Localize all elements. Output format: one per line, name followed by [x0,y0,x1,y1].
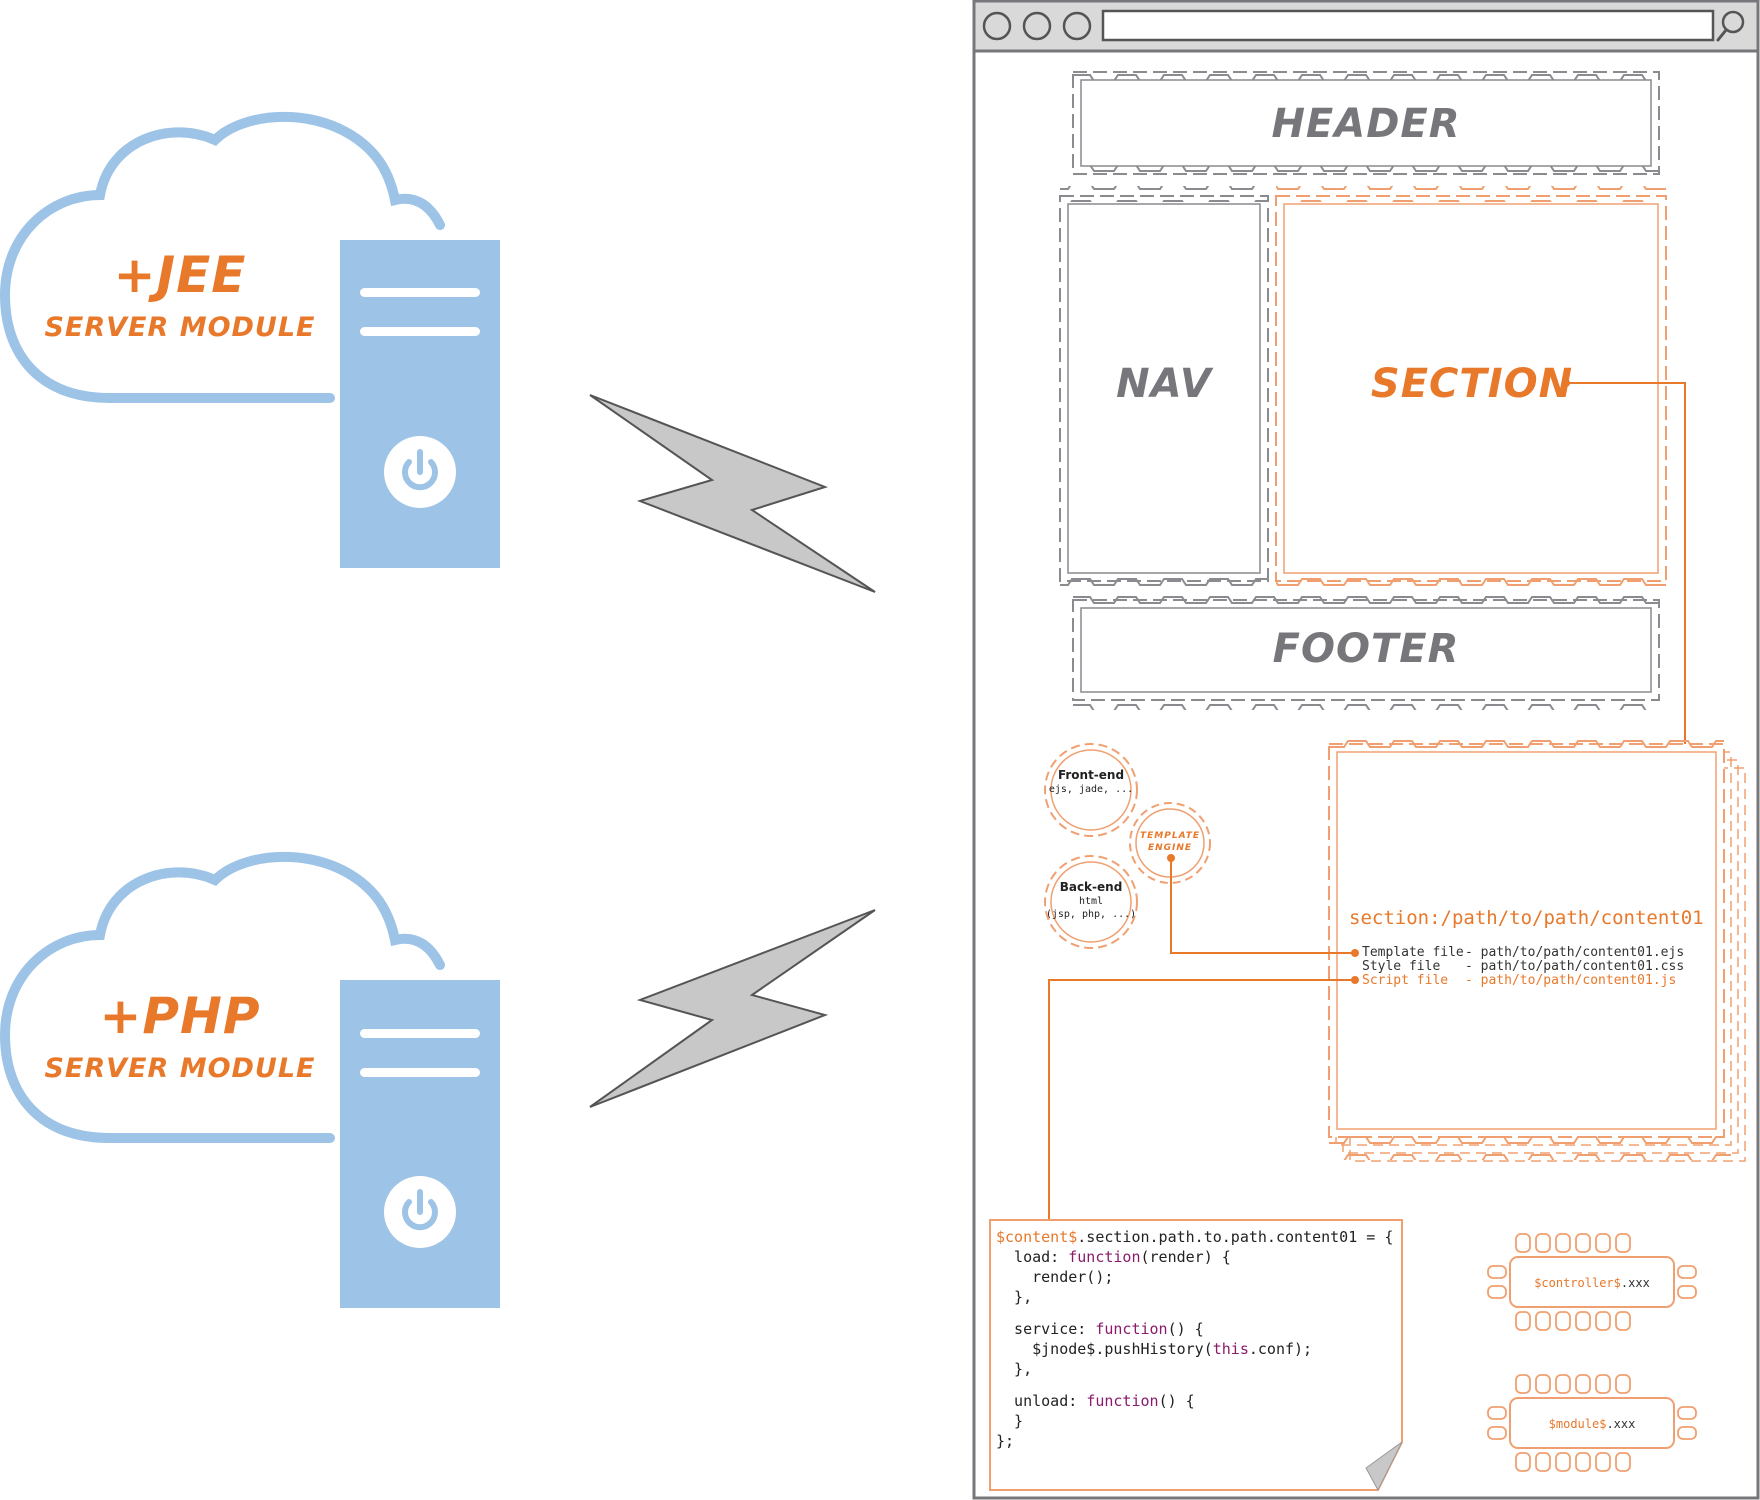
file-row-template-path: - path/to/path/content01.ejs [1465,945,1684,960]
lightning-bolt-icon [589,909,876,1108]
window-button-minimize[interactable] [1022,11,1052,41]
code-token: () { [1158,1392,1195,1410]
gear-frontend-sub: ejs, jade, ... [1049,784,1133,795]
code-token: render(); [996,1268,1114,1286]
chip-icon: $controller$.xxx [1487,1233,1697,1331]
server-module-php: +PHP SERVER MODULE [0,851,500,1308]
code-token: } [996,1412,1024,1430]
code-token: (render) { [1140,1248,1231,1266]
code-token: .section.path.to.path.content01 = { [1077,1228,1394,1246]
content-path-title: section:/path/to/path/content01 [1349,907,1704,929]
code-line: render(); [996,1267,1391,1287]
code-line [996,1379,1391,1391]
code-line [996,1307,1391,1319]
power-icon [384,1176,456,1248]
lightning-bolt-icon [589,394,876,593]
address-bar[interactable] [1101,9,1715,42]
section-block: SECTION [1275,186,1667,591]
code-line: unload: function() { [996,1391,1391,1411]
magnifier-icon[interactable] [1716,10,1745,42]
server-plus-label: +PHP [99,987,260,1045]
cloud-icon [0,851,445,1143]
code-line: }, [996,1359,1391,1379]
header-label: HEADER [1271,101,1460,147]
server-module-jee: +JEE SERVER MODULE [0,111,500,568]
file-row-style-path: - path/to/path/content01.css [1465,959,1684,974]
file-row-template-label: Template file [1362,945,1464,960]
code-token: .conf); [1248,1340,1313,1358]
chip-controller-prefix: $controller$ [1534,1276,1621,1290]
gear-icon: Front-end ejs, jade, ... [1044,743,1138,837]
section-label: SECTION [1371,361,1573,407]
code-token: unload: [996,1392,1087,1410]
server-plus-label: +JEE [114,246,247,304]
code-keyword: function [1086,1392,1159,1410]
chip-controller-suffix: .xxx [1621,1276,1650,1290]
code-line: }, [996,1287,1391,1307]
code-note [989,1219,1403,1492]
code-line: $content$.section.path.to.path.content01… [996,1227,1394,1247]
gear-engine-line1: TEMPLATE [1140,831,1200,841]
server-module-label: SERVER MODULE [44,312,315,343]
gear-frontend-title: Front-end [1058,768,1124,782]
nav-label: NAV [1116,361,1214,407]
code-token: }, [996,1360,1033,1378]
gear-icon: TEMPLATE ENGINE [1129,802,1211,884]
content-panel: section:/path/to/path/content01 Template… [1328,736,1746,1162]
code-block: $content$.section.path.to.path.content01… [996,1227,1394,1467]
engine-connector [1167,854,1359,957]
code-keyword: this [1212,1340,1249,1358]
code-line: } [996,1411,1391,1431]
gear-backend-title: Back-end [1060,880,1123,894]
code-token: $jnode$.pushHistory( [996,1340,1213,1358]
nav-block: NAV [1059,186,1269,591]
code-token: $content$ [996,1228,1078,1246]
window-button-close[interactable] [982,11,1012,41]
svg-text:$controller$.xxx: $controller$.xxx [1534,1276,1650,1290]
code-token: service: [996,1320,1096,1338]
file-row-script-path: - path/to/path/content01.js [1465,973,1676,988]
code-token: load: [996,1248,1069,1266]
footer-block: FOOTER [1072,591,1660,710]
gear-icon: Back-end html (jsp, php, ...) [1044,855,1138,949]
code-line: }; [996,1431,1391,1451]
svg-text:$module$.xxx: $module$.xxx [1549,1417,1636,1431]
code-token: }; [996,1432,1015,1450]
header-block: HEADER [1072,64,1660,182]
code-keyword: function [1095,1320,1168,1338]
code-keyword: function [1068,1248,1141,1266]
server-module-label: SERVER MODULE [44,1053,315,1084]
file-row-script-label: Script file [1362,973,1448,988]
gear-engine-line2: ENGINE [1148,843,1192,853]
chip-icon: $module$.xxx [1487,1374,1697,1472]
code-token: }, [996,1288,1033,1306]
file-row-style-label: Style file [1362,959,1440,974]
code-line: $jnode$.pushHistory(this.conf); [996,1339,1391,1359]
chip-module-suffix: .xxx [1606,1417,1635,1431]
cloud-icon [0,111,445,403]
power-icon [384,436,456,508]
code-token: () { [1167,1320,1204,1338]
footer-label: FOOTER [1273,626,1460,672]
code-line: service: function() { [996,1319,1391,1339]
gear-backend-sub1: html [1079,896,1103,907]
window-button-maximize[interactable] [1062,11,1092,41]
gear-backend-sub2: (jsp, php, ...) [1046,909,1136,920]
code-line: load: function(render) { [996,1247,1391,1267]
chip-module-prefix: $module$ [1549,1417,1607,1431]
